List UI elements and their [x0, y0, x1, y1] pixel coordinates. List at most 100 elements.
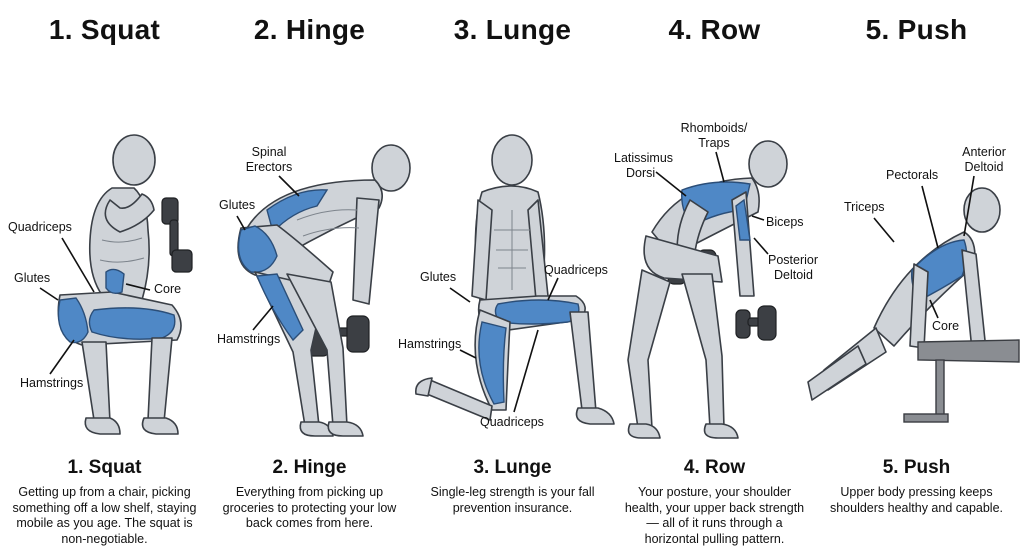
dumbbell-end [171, 249, 193, 273]
label-hamstrings: Hamstrings [217, 332, 280, 346]
label-posterior-line1: Posterior [768, 253, 818, 267]
column-title: 1. Squat [48, 14, 161, 45]
column-title: 4. Row [668, 14, 761, 45]
head [112, 134, 156, 186]
arrow-hamstrings [49, 339, 75, 375]
arrow-hamstrings [459, 349, 477, 359]
arrow-spinal-erectors [278, 175, 300, 197]
column-hinge: 2. Hinge Spinal Erectors [207, 0, 412, 559]
label-glutes: Glutes [219, 198, 255, 212]
label-quadriceps: Quadriceps [8, 220, 72, 234]
arms [104, 193, 155, 233]
arrow-anterior-deltoid [963, 175, 975, 237]
left-arm [909, 263, 929, 349]
label-lats-line2: Dorsi [626, 166, 655, 180]
bench-top [917, 339, 1020, 363]
hinge-illustration: Spinal Erectors Glutes Hamstrings [217, 144, 411, 437]
arrow-triceps [873, 217, 895, 243]
front-leg [681, 273, 725, 429]
glutes-muscle [237, 225, 278, 273]
front-foot [703, 423, 739, 439]
back-foot [627, 423, 661, 439]
column-title: 2. Hinge [253, 14, 366, 45]
arrow-core [125, 283, 151, 291]
right-foot [141, 417, 179, 435]
label-glutes: Glutes [420, 270, 456, 284]
right-foot [327, 421, 364, 437]
column-description: Upper body pressing keeps shoulders heal… [829, 485, 1004, 515]
column-subtitle: 4. Row [683, 457, 746, 478]
label-quadriceps-top: Quadriceps [544, 263, 608, 277]
arrow-core [929, 299, 939, 319]
label-biceps: Biceps [766, 215, 804, 229]
arrow-pectorals [921, 185, 939, 249]
label-anterior-line2: Deltoid [965, 160, 1004, 174]
hamstrings-muscle [255, 273, 304, 342]
label-posterior-line2: Deltoid [774, 268, 813, 282]
label-core: Core [154, 282, 181, 296]
push-illustration: Anterior Deltoid Pectorals Triceps Core [807, 145, 1020, 423]
quadriceps-bottom-muscle [478, 321, 507, 405]
column-row: 4. Row Rhomboids/ T [612, 0, 818, 559]
head [371, 144, 411, 192]
label-spinal-line1: Spinal [252, 145, 287, 159]
arrow-rhomboids [715, 151, 725, 183]
right-arm [961, 249, 987, 351]
left-shin [81, 341, 111, 423]
arrow-biceps [751, 215, 765, 221]
label-glutes: Glutes [14, 271, 50, 285]
arrow-lats [655, 171, 687, 197]
column-description: Your posture, your shoulder health, your… [624, 485, 805, 546]
head [963, 187, 1001, 233]
torso-detail [296, 209, 360, 237]
column-description: Everything from picking up groceries to … [222, 485, 397, 530]
push-figure: Anterior Deltoid Pectorals Triceps Core [807, 60, 1020, 455]
bench-leg [935, 359, 945, 419]
column-subtitle: 1. Squat [67, 457, 142, 478]
lunge-figure: Glutes Quadriceps Hamstrings Quadriceps [398, 60, 615, 455]
column-subtitle: 3. Lunge [473, 457, 552, 478]
label-triceps: Triceps [844, 200, 885, 214]
row-illustration: Rhomboids/ Traps Latissimus Dorsi Biceps… [614, 121, 818, 439]
label-anterior-line1: Anterior [962, 145, 1006, 159]
arrow-glutes [236, 215, 246, 231]
biceps-muscle [735, 198, 751, 241]
abs-detail [494, 210, 530, 290]
label-hamstrings: Hamstrings [398, 337, 461, 351]
spinal-erectors-muscle [266, 189, 329, 234]
back-leg [627, 269, 671, 429]
lunge-illustration: Glutes Quadriceps Hamstrings Quadriceps [398, 134, 615, 429]
label-rhomboids-line2: Traps [698, 136, 730, 150]
dumbbell-2-right [757, 305, 777, 341]
column-title: 5. Push [865, 14, 968, 45]
label-pectorals: Pectorals [886, 168, 938, 182]
bench-foot [903, 413, 949, 423]
right-shin [147, 337, 173, 423]
arrow-hamstrings [252, 305, 274, 331]
hinge-figure: Spinal Erectors Glutes Hamstrings [207, 60, 412, 455]
label-rhomboids-line1: Rhomboids/ [681, 121, 748, 135]
column-push: 5. Push Anterior Deltoid Pectorals Trice… [807, 0, 1020, 559]
dumbbell-right [346, 315, 370, 353]
squat-illustration: Quadriceps Glutes Core Hamstrings [8, 134, 193, 435]
arms [352, 197, 380, 305]
column-squat: 1. Squat [2, 0, 207, 559]
arrow-quadriceps-bottom [513, 329, 539, 413]
core-muscle [105, 268, 125, 295]
label-lats-line1: Latissimus [614, 151, 673, 165]
arrow-glutes [39, 287, 59, 301]
glutes-muscle [57, 297, 89, 344]
quadriceps-muscle [88, 307, 176, 340]
column-description: Getting up from a chair, picking somethi… [12, 485, 197, 546]
left-foot [84, 417, 121, 435]
back-leg [807, 345, 867, 401]
row-figure: Rhomboids/ Traps Latissimus Dorsi Biceps… [612, 60, 818, 455]
column-description: Single-leg strength is your fall prevent… [430, 485, 595, 515]
column-subtitle: 2. Hinge [272, 457, 347, 478]
head [491, 134, 533, 186]
arrow-glutes [449, 287, 471, 303]
arrow-quadriceps-top [547, 277, 559, 301]
squat-figure: Quadriceps Glutes Core Hamstrings [2, 60, 207, 455]
torso-detail [99, 237, 145, 263]
